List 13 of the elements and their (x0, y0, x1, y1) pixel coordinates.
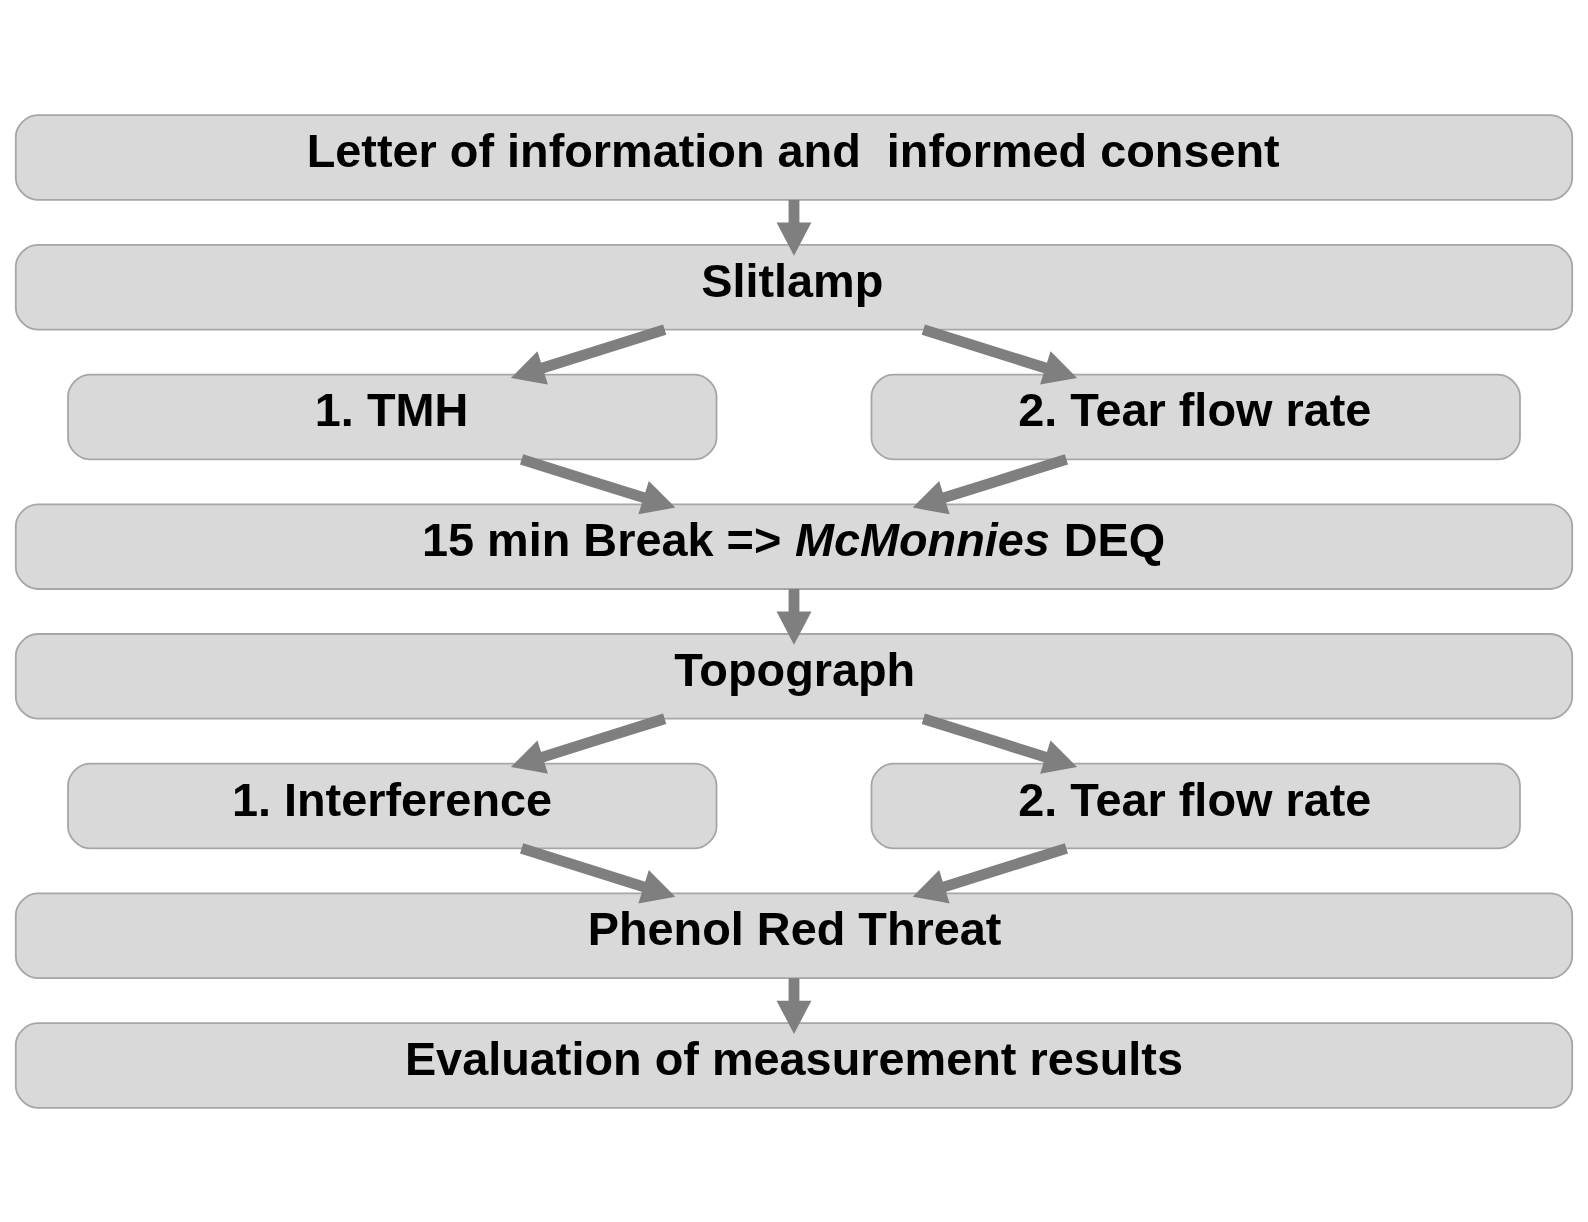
node-box: 2. Tear flow rate (870, 762, 1521, 849)
node-box: Topograph (14, 632, 1574, 720)
arrow (776, 977, 812, 1034)
node-box: 2. Tear flow rate (870, 373, 1521, 460)
node-box: Slitlamp (14, 243, 1574, 330)
node-box: Letter of information and informed consent (14, 113, 1574, 201)
node-box: 1. Interference (67, 762, 718, 849)
node-box: 15 min Break => McMonnies DEQ (14, 502, 1574, 590)
arrow (776, 588, 812, 645)
node-box: 1. TMH (67, 373, 718, 460)
node-box: Evaluation of measurement results (14, 1021, 1574, 1109)
node-box: Phenol Red Threat (14, 892, 1574, 979)
arrow (776, 199, 812, 256)
